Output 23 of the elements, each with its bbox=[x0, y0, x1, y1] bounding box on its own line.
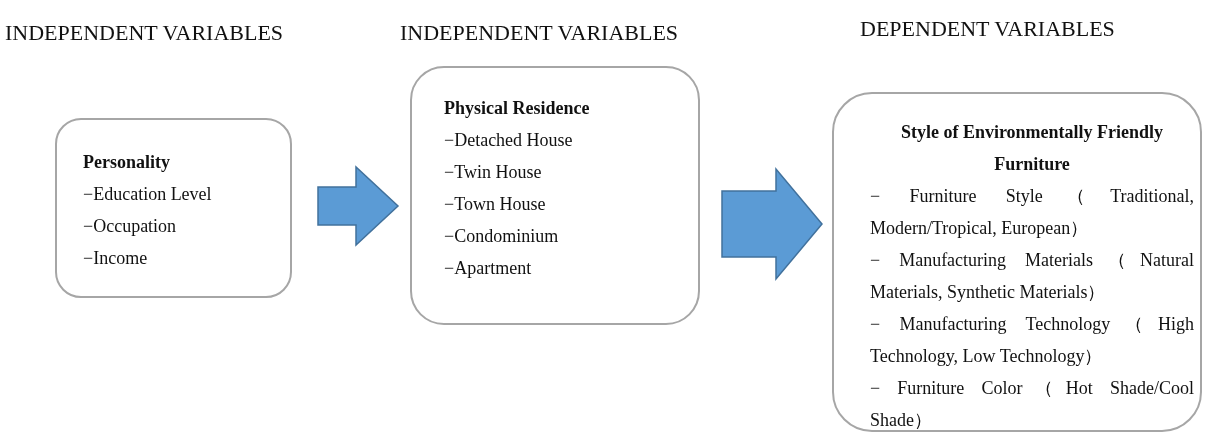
box-title: Personality bbox=[83, 151, 171, 174]
list-item: − Furniture Style（Traditional, Modern/Tropical, European） bbox=[870, 185, 1194, 240]
list-item: − Furniture Color（Hot Shade/Cool Shade） bbox=[870, 377, 1194, 432]
block-arrow bbox=[721, 166, 823, 282]
list-item: − Manufacturing Technology（High Technology, Low Technology） bbox=[870, 313, 1194, 368]
list-item: −Occupation bbox=[83, 215, 178, 238]
column-heading: INDEPENDENT VARIABLES bbox=[5, 20, 284, 46]
rounded-box bbox=[55, 118, 292, 298]
rounded-box bbox=[832, 92, 1202, 432]
column-heading: DEPENDENT VARIABLES bbox=[860, 16, 1115, 42]
list-item: −Twin House bbox=[444, 161, 543, 184]
list-item: −Condominium bbox=[444, 225, 560, 248]
column-heading: INDEPENDENT VARIABLES bbox=[400, 20, 679, 46]
box-title: Physical Residence bbox=[444, 97, 591, 120]
list-item: − Manufacturing Materials（Natural Materials, Synthetic Materials） bbox=[870, 249, 1194, 304]
list-item: −Apartment bbox=[444, 257, 533, 280]
list-item: −Income bbox=[83, 247, 149, 270]
box-title: Style of Environmentally Friendly Furniture bbox=[899, 121, 1165, 176]
list-item: −Detached House bbox=[444, 129, 574, 152]
list-item: −Education Level bbox=[83, 183, 213, 206]
list-item: −Town House bbox=[444, 193, 547, 216]
block-arrow bbox=[317, 165, 400, 247]
rounded-box bbox=[410, 66, 700, 325]
